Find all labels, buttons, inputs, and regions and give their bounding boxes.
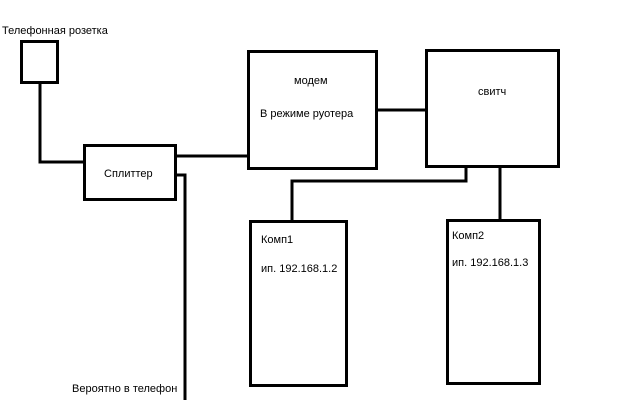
comp2-name: Комп2 [452, 230, 485, 242]
splitter-label: Сплиттер [104, 168, 153, 180]
phone-socket-box [20, 40, 59, 84]
comp1-ip: ип. 192.168.1.2 [261, 263, 338, 275]
phone-note-label: Вероятно в телефон [72, 383, 178, 395]
switch-label: свитч [478, 86, 507, 98]
splitter-to-phone-line [176, 173, 187, 400]
modem-title: модем [294, 75, 328, 87]
switch-to-comp1-line [290, 166, 468, 221]
phone-socket-label: Телефонная розетка [2, 25, 108, 37]
switch-box [425, 49, 560, 168]
comp2-box [446, 219, 541, 385]
modem-mode-label: В режиме руотера [260, 108, 354, 120]
comp1-name: Комп1 [261, 234, 294, 246]
comp1-box [249, 220, 348, 387]
socket-to-splitter-line [38, 82, 84, 164]
splitter-box [83, 144, 177, 201]
comp2-ip: ип. 192.168.1.3 [452, 257, 529, 269]
